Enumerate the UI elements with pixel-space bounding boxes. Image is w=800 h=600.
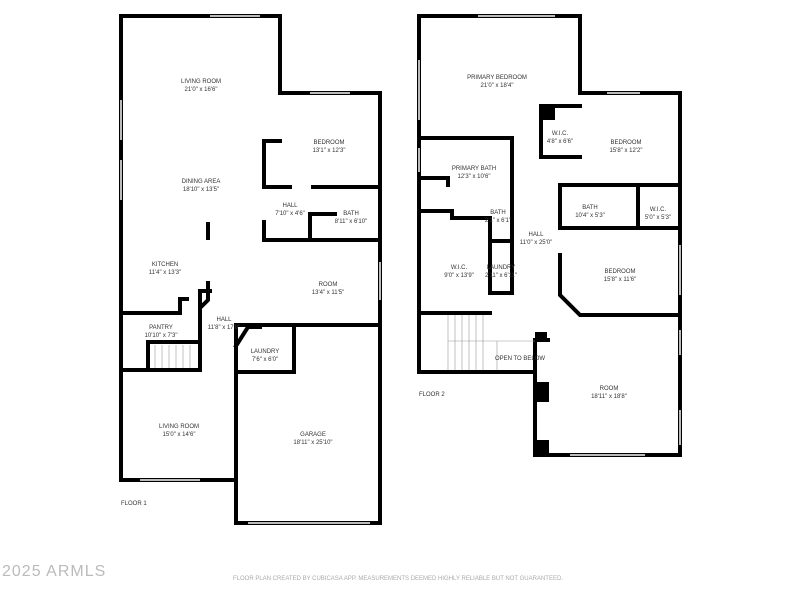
armls-watermark: 2025 ARMLS	[2, 563, 107, 580]
floor-2-label: FLOOR 2	[419, 392, 445, 398]
floor-1-label: FLOOR 1	[121, 501, 147, 507]
room-label: W.I.C.4'8" x 6'6"	[546, 131, 574, 145]
floor-1-windows	[120, 15, 381, 524]
room-label: W.I.C.5'0" x 5'3"	[644, 207, 672, 221]
floor-2-windows	[418, 15, 681, 456]
floor-2-walls	[417, 14, 682, 457]
floor-1-stairs	[154, 345, 191, 368]
disclaimer: FLOOR PLAN CREATED BY CUBICASA APP. MEAS…	[233, 576, 563, 582]
floor-2-stairs	[447, 315, 535, 370]
open-to-below-label: OPEN TO BELOW	[494, 356, 546, 362]
floor-2-solid-blocks	[535, 106, 555, 455]
room-label: W.I.C.9'0" x 13'9"	[444, 265, 474, 279]
